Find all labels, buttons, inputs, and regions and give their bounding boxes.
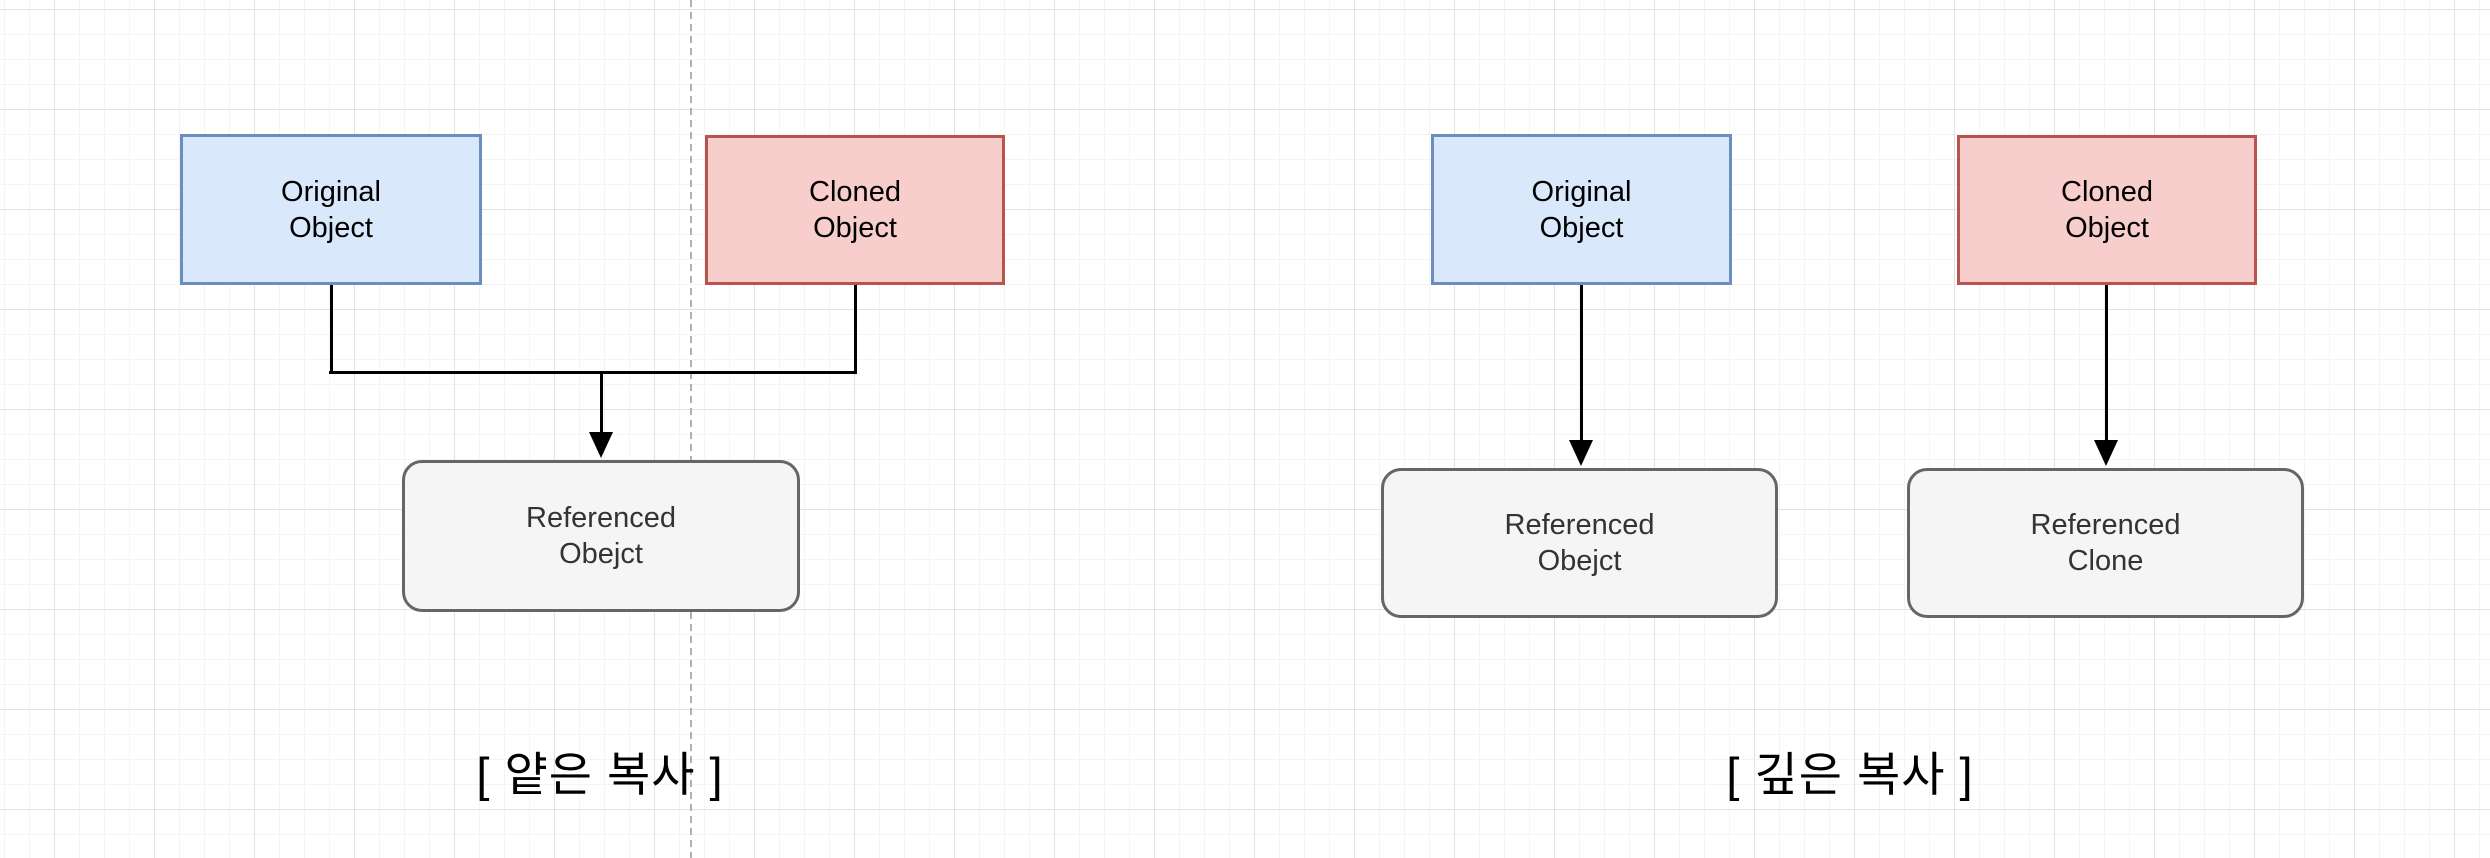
shallow-referenced-object-box: Referenced Obejct xyxy=(402,460,800,612)
deep-referenced-object-box: Referenced Obejct xyxy=(1381,468,1778,618)
deep-referenced-clone-box: Referenced Clone xyxy=(1907,468,2304,618)
shallow-copy-caption: [ 얕은 복사 ] xyxy=(476,748,724,801)
deep-cloned-arrow-line xyxy=(2105,285,2108,440)
deep-original-arrow-line xyxy=(1580,285,1583,440)
deep-cloned-object-box: Cloned Object xyxy=(1957,135,2257,285)
deep-cloned-arrow-head xyxy=(2094,440,2118,466)
deep-copy-caption: [ 깊은 복사 ] xyxy=(1726,748,1974,801)
shallow-connector-left-segment xyxy=(330,285,333,374)
divider-dashed-line xyxy=(690,0,692,858)
shallow-connector-horizontal-segment xyxy=(329,371,857,374)
deep-original-object-box: Original Object xyxy=(1431,134,1732,285)
shallow-cloned-object-box: Cloned Object xyxy=(705,135,1005,285)
shallow-original-object-box: Original Object xyxy=(180,134,482,285)
shallow-connector-right-segment xyxy=(854,285,857,374)
shallow-arrow-head xyxy=(589,432,613,458)
deep-original-arrow-head xyxy=(1569,440,1593,466)
shallow-connector-middle-segment xyxy=(600,374,603,434)
